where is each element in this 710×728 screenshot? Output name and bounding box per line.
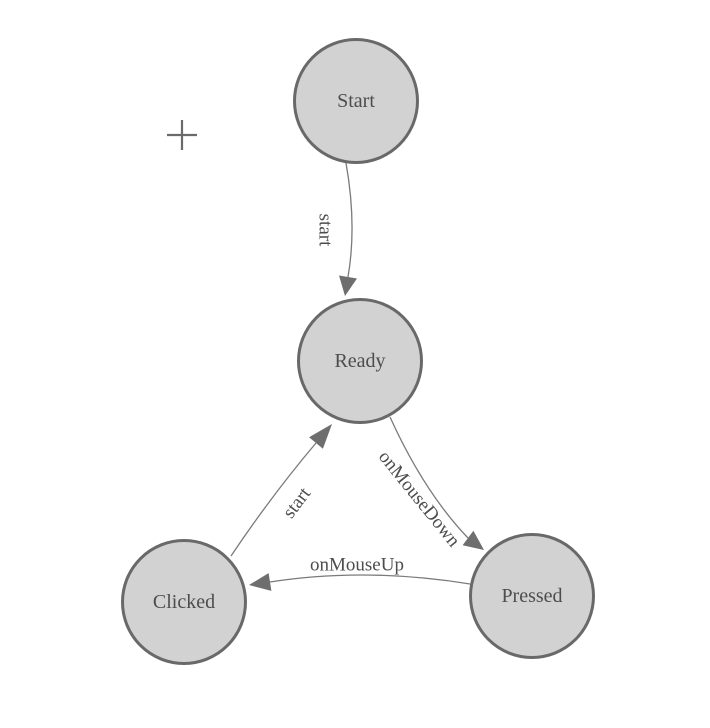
edge-pressed-to-clicked[interactable]: onMouseUp [249, 555, 471, 591]
edge-line[interactable] [269, 574, 471, 585]
arrowhead-icon [309, 424, 332, 449]
arrowhead-icon [249, 573, 272, 591]
node-clicked[interactable]: Clicked [121, 539, 247, 665]
node-clicked-circle[interactable] [121, 539, 247, 665]
edge-label-start-2: start [279, 483, 316, 522]
edge-ready-to-pressed[interactable]: onMouseDown [374, 416, 484, 552]
node-clicked-label: Clicked [153, 591, 215, 613]
edge-label-start: start [315, 214, 336, 247]
edge-label-onmousedown: onMouseDown [374, 447, 464, 552]
edge-line[interactable] [230, 442, 317, 557]
plus-icon [167, 120, 197, 150]
node-pressed-label: Pressed [501, 585, 562, 607]
arrowhead-icon [339, 275, 357, 296]
node-ready[interactable]: Ready [297, 298, 423, 424]
node-ready-circle[interactable] [297, 298, 423, 424]
node-pressed-circle[interactable] [469, 533, 595, 659]
edge-clicked-to-ready[interactable]: start [230, 424, 332, 557]
node-start-circle[interactable] [293, 38, 419, 164]
node-start-label: Start [337, 90, 375, 112]
edge-line[interactable] [389, 416, 469, 539]
node-pressed[interactable]: Pressed [469, 533, 595, 659]
node-start[interactable]: Start [293, 38, 419, 164]
node-ready-label: Ready [334, 350, 385, 372]
edge-label-onmouseup: onMouseUp [310, 555, 404, 576]
edge-line[interactable] [345, 162, 353, 278]
arrowhead-icon [462, 530, 484, 550]
edge-start-to-ready[interactable]: start [315, 162, 358, 296]
